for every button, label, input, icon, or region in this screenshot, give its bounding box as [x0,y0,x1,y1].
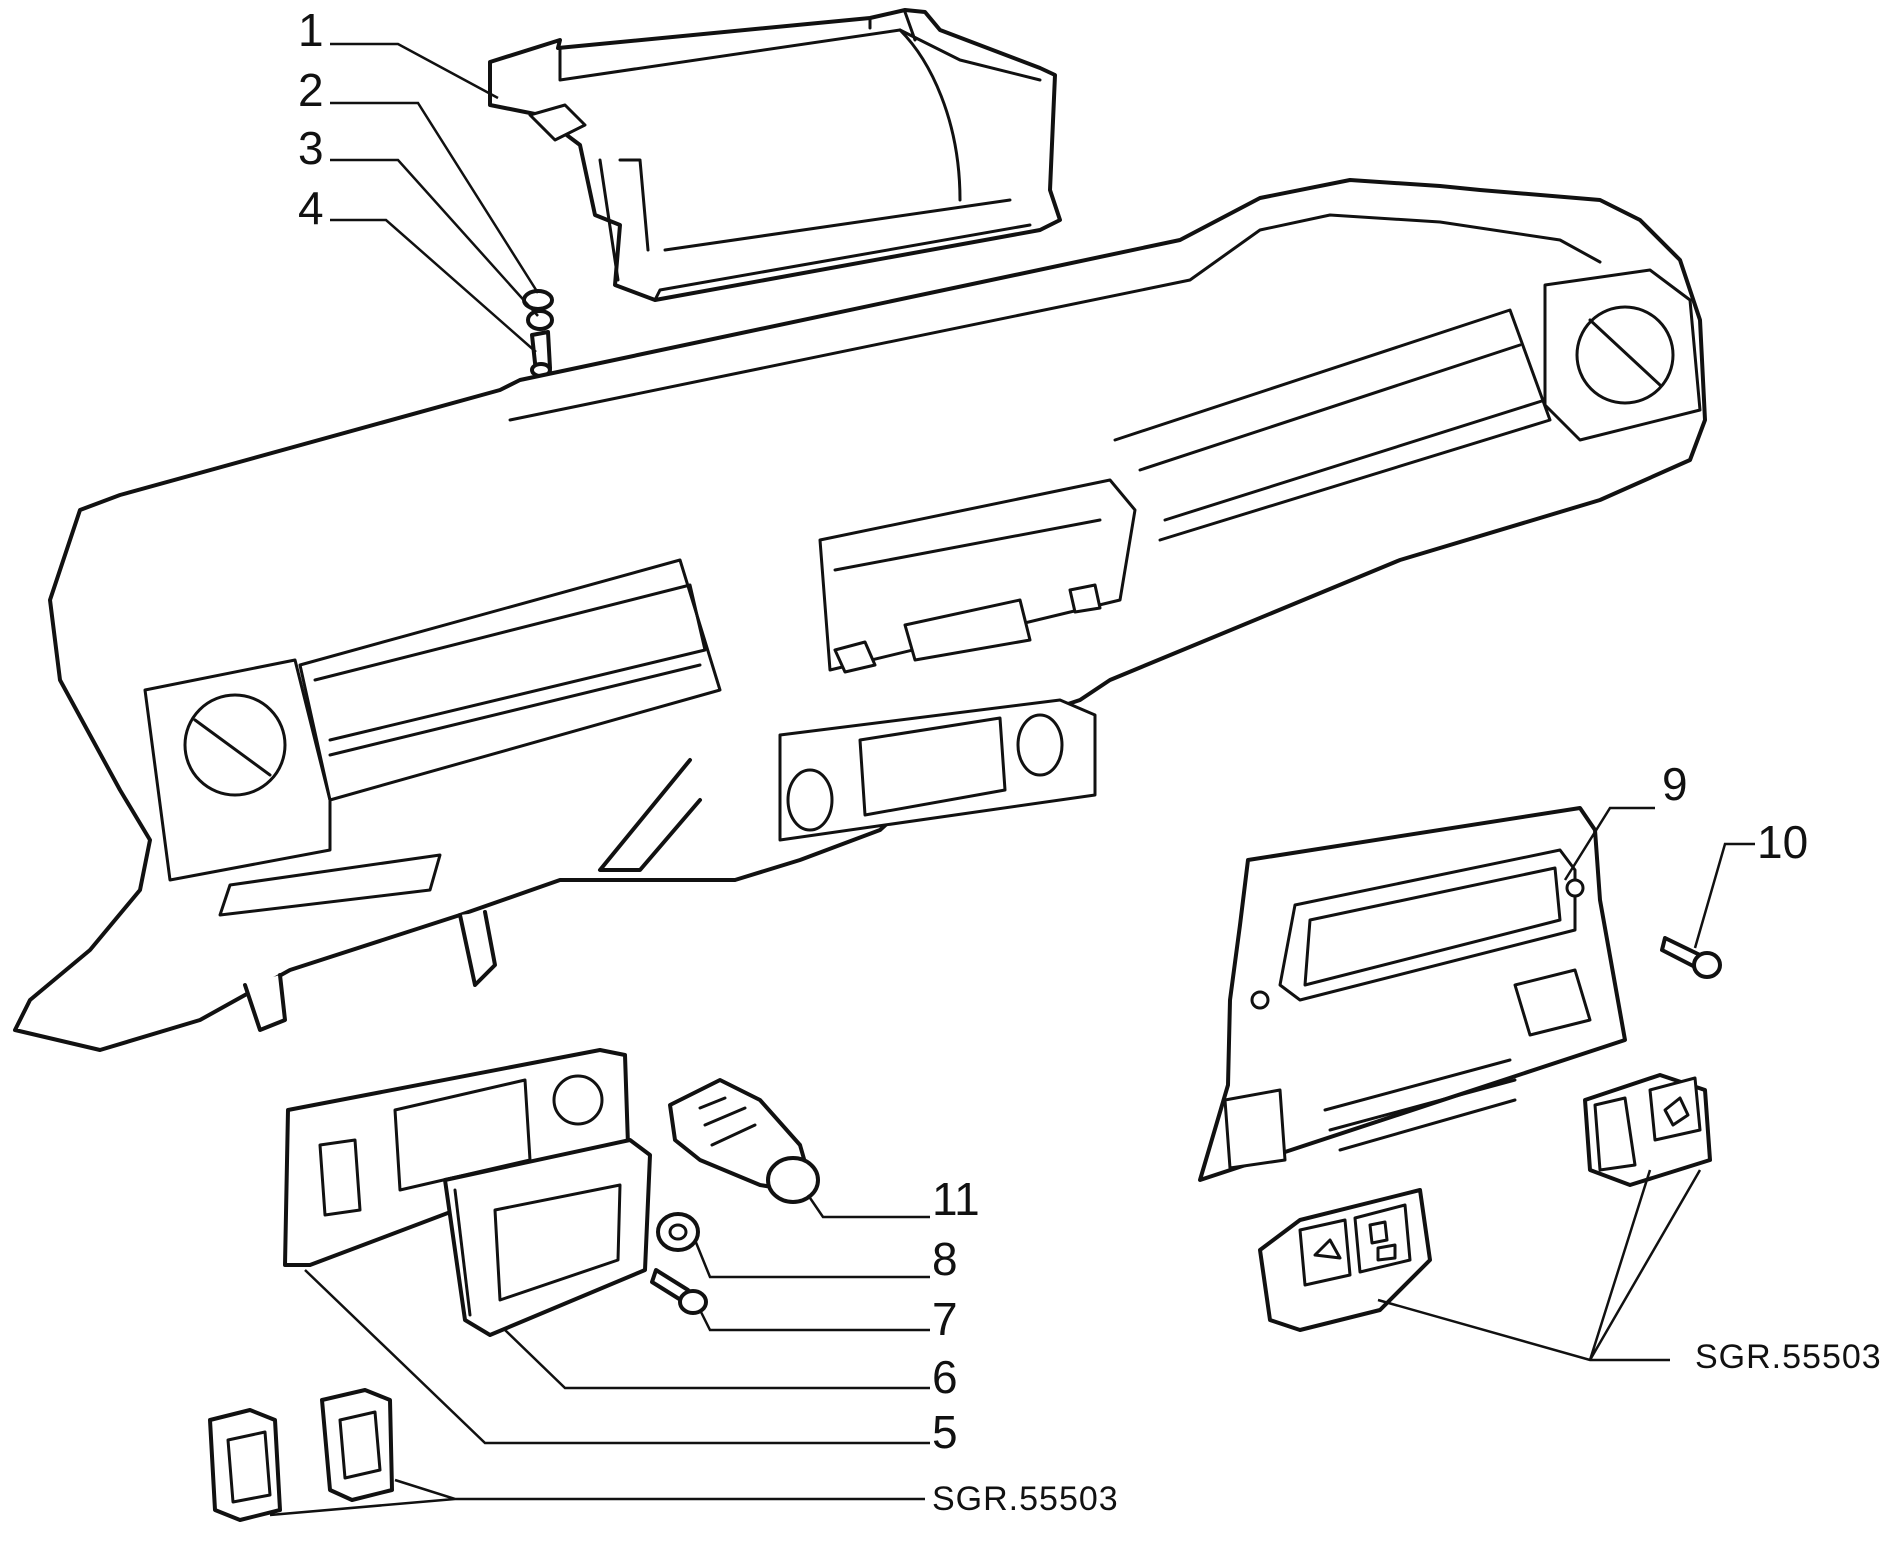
lighter-washer [656,1212,700,1252]
fastener-washer [526,309,554,331]
callout-4: 4 [298,182,324,234]
leader-6 [504,1329,930,1390]
callout-8: 8 [932,1233,958,1285]
leader-11 [806,1194,930,1219]
right-switch-upper [1583,1073,1712,1187]
panel-screw [1660,936,1722,979]
dashboard-panel [13,178,1707,1052]
leader-lines [269,42,1755,1517]
leader-ref-left [269,1478,925,1517]
callout-6: 6 [932,1351,958,1403]
callout-5: 5 [932,1406,958,1458]
reference-switches-right: SGR.55503 [1695,1338,1881,1376]
callout-3: 3 [298,122,324,174]
callout-7: 7 [932,1293,958,1345]
leader-8 [693,1239,930,1279]
insert-screw [650,1268,708,1315]
leader-3 [330,158,539,317]
center-trim-panel [1198,806,1627,1182]
left-switch-upper [320,1388,394,1502]
leader-9 [1563,806,1655,881]
leader-ref-right [1377,1169,1702,1362]
ashtray-insert [443,1138,652,1337]
reference-switches-left: SGR.55503 [932,1480,1119,1518]
leader-5 [304,1269,930,1445]
glove-box [488,8,1062,302]
leader-10 [1693,842,1755,949]
leader-7 [698,1309,930,1332]
callout-1: 1 [298,4,324,56]
left-switch-lower [208,1408,282,1522]
callout-labels: 1 2 3 4 5 6 7 8 9 10 11 SGR.55503 SGR.55… [298,4,1881,1518]
fastener-screw [530,330,552,378]
callout-9: 9 [1662,758,1688,810]
callout-11: 11 [932,1173,980,1225]
callout-2: 2 [298,64,324,116]
leader-1 [330,42,499,100]
leader-2 [330,101,540,294]
cigar-lighter [668,1078,820,1204]
leader-4 [330,218,537,353]
callout-10: 10 [1757,816,1808,868]
right-switch-lower [1258,1188,1432,1332]
lower-trim-panel [283,1048,630,1267]
